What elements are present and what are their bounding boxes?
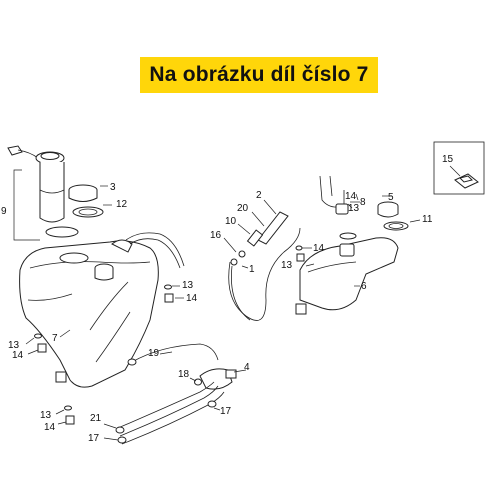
vacuum-hose-19[interactable] [131,343,219,363]
oil-cable-fitting[interactable] [230,211,289,266]
oil-cap-seal[interactable] [383,221,409,231]
callout-8: 8 [360,197,366,208]
leader-13-b [55,409,65,415]
callout-9: 9 [1,206,7,217]
callout-21: 21 [90,413,102,424]
clamp-21[interactable] [115,426,125,434]
callout-11: 11 [422,214,433,225]
leader-13-d [347,203,353,209]
leader-14-d [355,193,359,201]
callout-12: 12 [116,199,128,210]
fuel-tank[interactable] [19,239,159,388]
leader-18 [189,377,197,382]
clamp-17-a[interactable] [117,436,127,444]
leader-14-b [57,421,67,425]
callout-15: 15 [442,154,454,165]
leader-13-a [25,337,35,345]
leader-17-a [103,437,119,441]
callout-13-a: 13 [8,340,20,351]
leader-2 [263,199,277,215]
callout-5: 5 [388,192,394,203]
leader-16 [223,237,237,253]
callout-20: 20 [237,203,249,214]
fuel-hose-a[interactable] [117,381,215,429]
callout-14-b: 14 [44,422,56,433]
clamp-18[interactable] [194,378,202,386]
fuel-hose-b[interactable] [119,385,219,437]
bolt-right-1[interactable] [164,284,174,303]
leader-10 [237,223,251,235]
callout-2: 2 [256,190,262,201]
inset-box-15 [433,141,485,195]
bolt-oil-tank-1[interactable] [295,245,305,262]
oil-tank[interactable] [295,237,399,315]
leader-11 [409,219,421,223]
breather-hose[interactable] [125,232,185,267]
callout-7: 7 [52,333,58,344]
leader-9 [13,169,40,241]
bolt-left-1[interactable] [34,333,47,353]
callout-4: 4 [244,362,250,373]
callout-14-a: 14 [12,350,24,361]
callout-14-c: 14 [186,293,198,304]
oil-level-sensor[interactable] [319,175,357,240]
callout-14-d: 14 [345,191,357,202]
leader-7 [59,329,71,338]
fuel-tap-4[interactable] [199,368,237,390]
fuel-cap[interactable] [68,184,98,202]
leader-14-a [27,349,39,355]
callout-6: 6 [361,281,367,292]
leader-19 [159,351,173,355]
fuel-gauge-sender[interactable] [7,145,79,238]
oil-cap[interactable] [377,201,399,218]
callout-17-a: 17 [88,433,100,444]
leader-1 [241,265,249,269]
part-number-banner: Na obrázku díl číslo 7 [140,57,378,93]
callout-13-d: 13 [348,203,360,214]
leader-15 [449,165,461,177]
callout-13-b: 13 [40,410,52,421]
callout-17-b: 17 [220,406,232,417]
callout-13-c: 13 [182,280,194,291]
callout-16: 16 [210,230,222,241]
leader-13-e [305,263,315,267]
leader-21 [103,423,117,429]
callout-13-e: 13 [281,260,293,271]
callout-3: 3 [110,182,116,193]
clip-15[interactable] [454,173,479,189]
leader-17-b [213,407,221,411]
callout-1: 1 [249,264,255,275]
cap-seal[interactable] [72,206,104,218]
oil-cable-1[interactable] [228,227,301,321]
callout-19: 19 [148,348,160,359]
bolt-left-2[interactable] [64,405,75,425]
leader-4 [233,369,247,373]
callout-10: 10 [225,216,237,227]
clamp-17-b[interactable] [207,400,217,408]
leader-20 [251,211,265,227]
callout-14-e: 14 [313,243,325,254]
banner-text: Na obrázku díl číslo 7 [149,63,369,86]
callout-18: 18 [178,369,190,380]
